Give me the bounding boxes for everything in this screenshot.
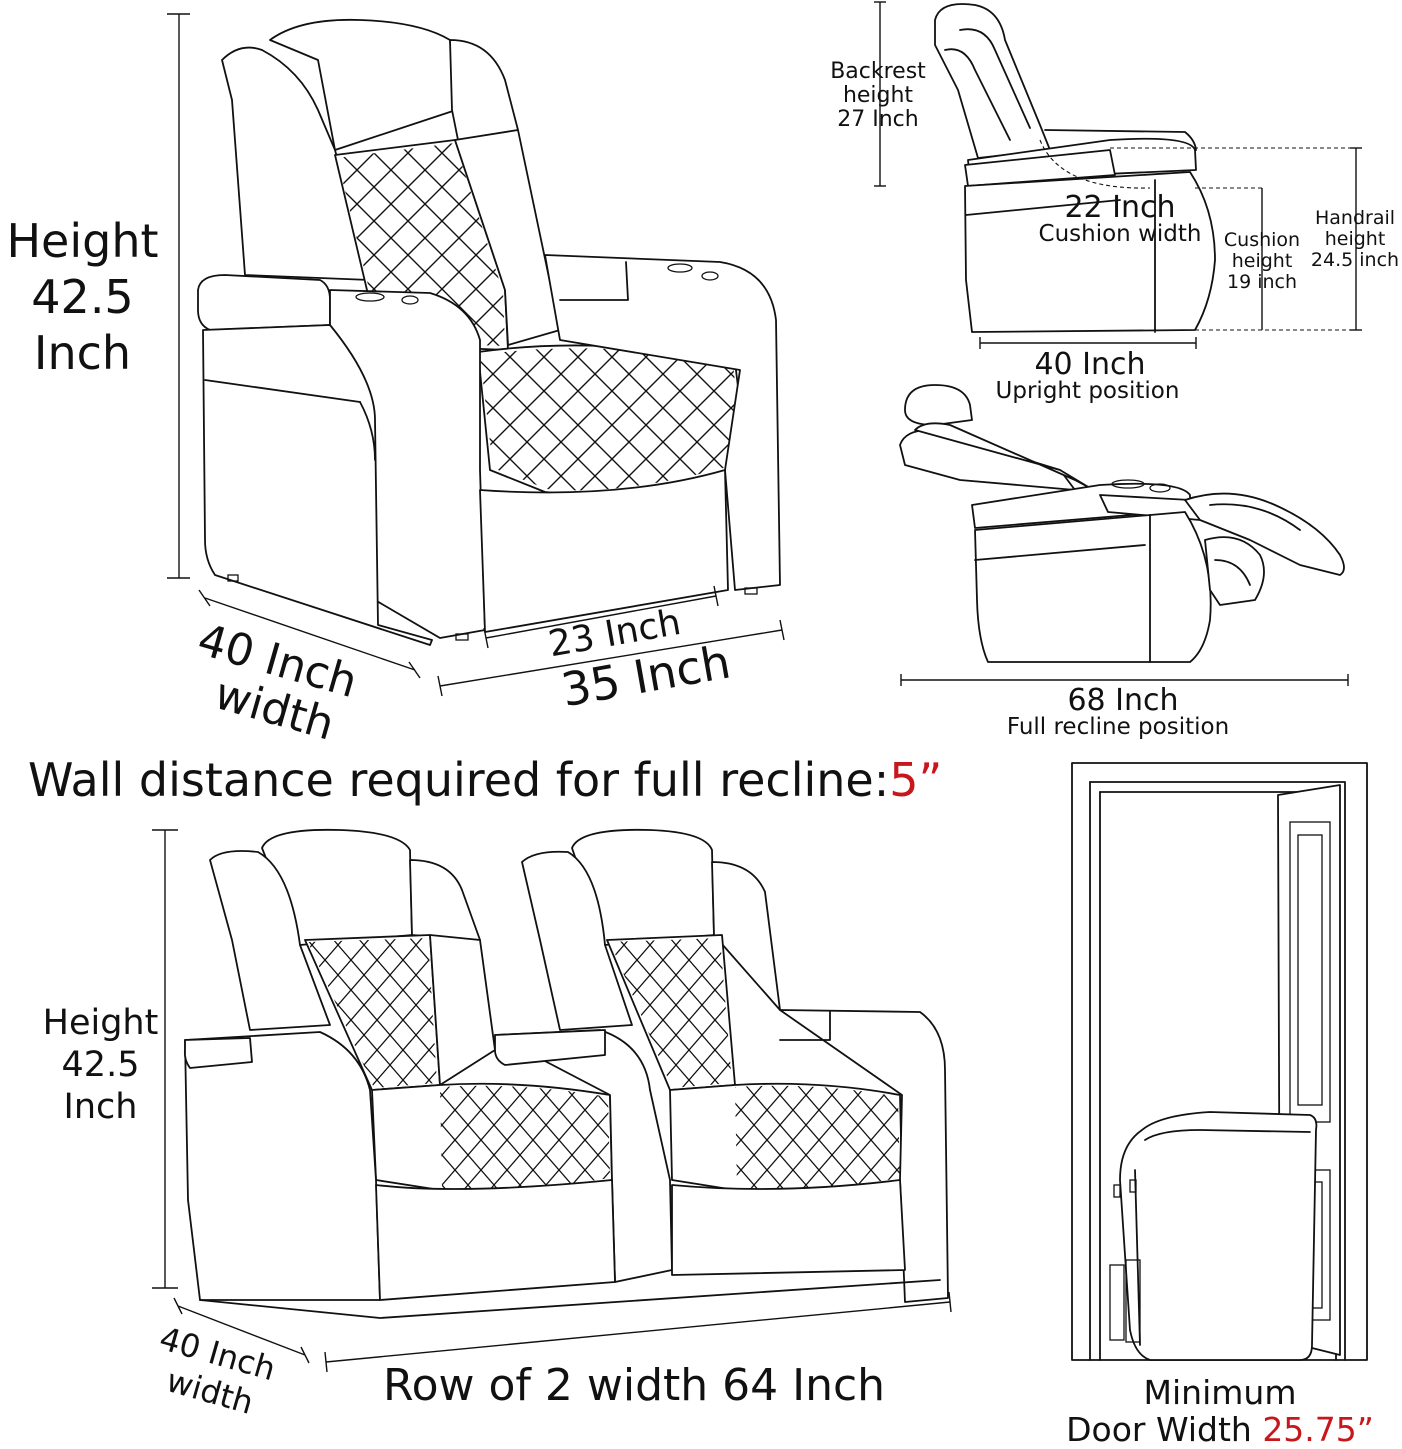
recline-length: 68 Inch [1067, 683, 1179, 718]
upright-label: Upright position [995, 378, 1180, 404]
door-drawing [1071, 762, 1368, 1361]
row-height-label: Height 42.5 Inch [38, 1002, 163, 1128]
door-width-label: Minimum Door Width 25.75” [1050, 1373, 1390, 1449]
door-line1: Minimum [1143, 1373, 1297, 1412]
backrest-line1: Backrest [830, 59, 926, 84]
cushion-height-label: Cushion height 19 inch [1218, 230, 1306, 293]
main-chair-drawing [167, 13, 785, 697]
row-width-label: Row of 2 width 64 Inch [383, 1360, 886, 1411]
wall-distance-text: Wall distance required for full recline: [28, 753, 890, 807]
side-view-drawing [874, 1, 1362, 349]
cushion-height-line1: Cushion [1223, 229, 1301, 251]
main-height-label: Height 42.5 Inch [0, 218, 165, 376]
handrail-height-label: Handrail height 24.5 inch [1308, 208, 1402, 271]
backrest-line2: height [842, 83, 914, 109]
door-line2-wrap: Door Width 25.75” [1050, 1409, 1390, 1449]
main-height-value: 42.5 [31, 270, 134, 324]
cushion-width-value: 22 Inch [1064, 190, 1176, 225]
recline-label: Full recline position [1006, 714, 1230, 740]
door-width-value: 25.75” [1262, 1409, 1374, 1449]
door-line2: Door Width [1066, 1409, 1263, 1449]
wall-distance-note: Wall distance required for full recline:… [28, 757, 942, 803]
row-of-two-drawing [152, 828, 952, 1373]
handrail-line2: height [1324, 227, 1386, 250]
main-height-unit: Inch [33, 326, 132, 380]
cushion-width-label: Cushion width [1038, 221, 1202, 247]
handrail-line1: Handrail [1314, 207, 1396, 229]
wall-distance-value: 5” [889, 753, 943, 807]
handrail-line3: 24.5 inch [1310, 248, 1400, 271]
recline-view-drawing [899, 384, 1349, 686]
row-height-value: 42.5 [61, 1045, 140, 1085]
main-height-word: Height [6, 214, 159, 268]
cushion-height-line3: 19 inch [1226, 270, 1298, 293]
row-height-unit: Inch [63, 1087, 138, 1127]
cushion-height-line2: height [1231, 249, 1293, 272]
upright-length: 40 Inch [1034, 347, 1146, 382]
backrest-height-label: Backrest height 27 Inch [822, 59, 934, 133]
backrest-line3: 27 Inch [837, 107, 919, 133]
row-height-word: Height [42, 1003, 159, 1043]
